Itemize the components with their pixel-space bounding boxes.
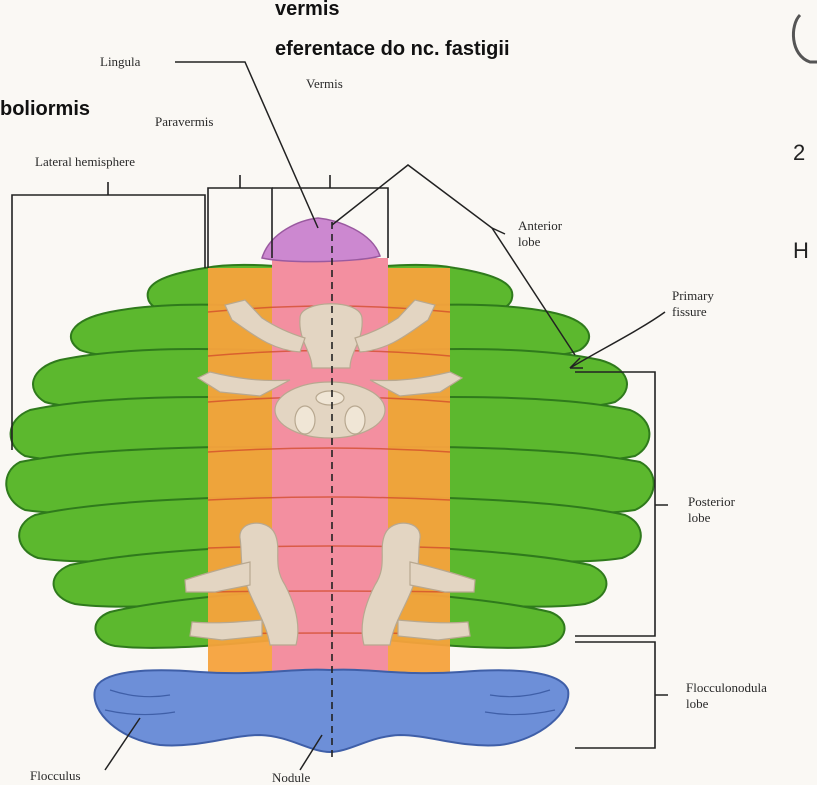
label-posterior-1: Posterior bbox=[688, 494, 736, 509]
label-flocculonodular-2: lobe bbox=[686, 696, 709, 711]
label-paravermis: Paravermis bbox=[155, 114, 213, 129]
label-posterior-2: lobe bbox=[688, 510, 711, 525]
label-vermis: Vermis bbox=[306, 76, 343, 91]
annotation-boliormis: boliormis bbox=[0, 98, 90, 121]
label-lingula: Lingula bbox=[100, 54, 141, 69]
side-number: 2 bbox=[793, 140, 805, 166]
annotation-vermis: vermis bbox=[275, 0, 340, 21]
label-anterior-2: lobe bbox=[518, 234, 541, 249]
label-primary-2: fissure bbox=[672, 304, 707, 319]
label-anterior-1: Anterior bbox=[518, 218, 563, 233]
side-letter: H bbox=[793, 238, 809, 264]
label-nodule: Nodule bbox=[272, 770, 311, 785]
label-lateral-hemisphere: Lateral hemisphere bbox=[35, 154, 135, 169]
annotation-eferentace: eferentace do nc. fastigii bbox=[275, 38, 510, 61]
label-flocculus: Flocculus bbox=[30, 768, 81, 783]
label-flocculonodular-1: Flocculonodula bbox=[686, 680, 767, 695]
label-primary-1: Primary bbox=[672, 288, 714, 303]
